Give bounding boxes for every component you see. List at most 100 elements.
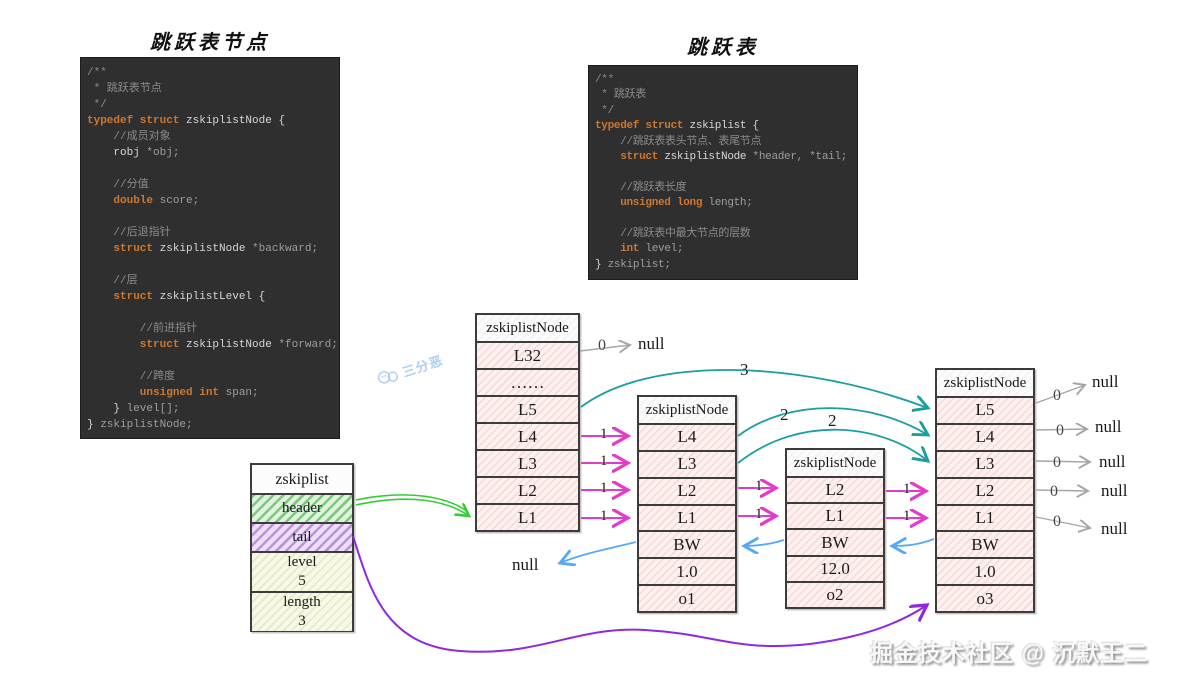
zskiplist-tail-cell: tail	[252, 522, 352, 551]
span-label: 1	[903, 481, 911, 497]
code-segment: //跨度	[87, 371, 176, 383]
code-line: unsigned int span;	[87, 385, 333, 401]
node-row: L5	[477, 395, 578, 422]
code-line: //分值	[87, 177, 333, 193]
span-label: 1	[755, 506, 763, 522]
code-line: } zskiplistNode;	[87, 417, 333, 433]
span-label: 0	[1053, 513, 1061, 530]
node-row: L3	[477, 449, 578, 476]
code-line: robj *obj;	[87, 145, 333, 161]
code-segment: zskiplistNode	[179, 339, 279, 351]
level-label: level	[287, 554, 317, 570]
node-row: L1	[937, 503, 1033, 531]
code-line: //跨度	[87, 369, 333, 385]
code-line	[87, 257, 333, 273]
code-line: //跳跃表表头节点、表尾节点	[595, 135, 851, 150]
code-segment: zskiplistLevel {	[153, 291, 266, 303]
wechat-icon	[377, 370, 398, 384]
code-segment: zskiplistNode	[153, 243, 253, 255]
code-segment: level[];	[126, 403, 180, 415]
code-segment: struct	[87, 243, 154, 255]
code-line: /**	[595, 73, 851, 88]
node-row: o1	[639, 584, 735, 612]
code-segment: struct	[595, 151, 659, 164]
code-segment: zskiplistNode;	[100, 419, 193, 431]
code-line: //后退指针	[87, 225, 333, 241]
arrow-n4-bw	[892, 539, 935, 546]
null-label: null	[1095, 417, 1122, 436]
code-segment: //跳跃表表头节点、表尾节点	[595, 135, 762, 148]
null-label: null	[1101, 519, 1128, 538]
span-label: 0	[1056, 422, 1064, 439]
code-segment: zskiplistNode	[658, 151, 753, 164]
code-line: } zskiplist;	[595, 258, 851, 273]
code-segment: //层	[87, 275, 138, 287]
code-line: } level[];	[87, 401, 333, 417]
node-row: L1	[639, 503, 735, 531]
code-segment: unsigned long	[595, 197, 703, 210]
code-segment: typedef struct	[595, 120, 684, 133]
code-segment: * 跳跃表	[595, 89, 647, 102]
code-line	[87, 305, 333, 321]
code-line: double score;	[87, 193, 333, 209]
node-row: L2	[477, 476, 578, 503]
code-line: struct zskiplistLevel {	[87, 289, 333, 305]
node-title: zskiplistNode	[937, 370, 1033, 396]
code-line: //跳跃表长度	[595, 181, 851, 196]
null-label: null	[638, 334, 665, 353]
code-line: */	[87, 97, 333, 113]
zskiplist-level-cell: level 5	[252, 551, 352, 591]
null-label: null	[512, 555, 539, 574]
code-segment: //成员对象	[87, 131, 171, 143]
arrow-n3-bw	[744, 540, 785, 546]
null-label: null	[1092, 372, 1119, 391]
code-segment: struct	[87, 339, 180, 351]
code-line: struct zskiplistNode *header, *tail;	[595, 150, 851, 165]
span-label: 2	[828, 411, 837, 430]
node-row: BW	[639, 530, 735, 558]
center-watermark-text: 三分恶	[400, 352, 445, 381]
code-line: //跳跃表中最大节点的层数	[595, 227, 851, 242]
node-row: L2	[937, 476, 1033, 504]
code-line: int level;	[595, 242, 851, 257]
code-segment: //分值	[87, 179, 149, 191]
code-segment: *backward;	[252, 243, 319, 255]
code-segment: struct	[87, 291, 154, 303]
code-line	[87, 353, 333, 369]
node-row: L3	[937, 449, 1033, 477]
code-segment: //跳跃表中最大节点的层数	[595, 228, 751, 241]
code-line: */	[595, 104, 851, 119]
code-segment: * 跳跃表节点	[87, 83, 162, 95]
code-line: typedef struct zskiplist {	[595, 119, 851, 134]
code-segment: }	[87, 419, 101, 431]
zskiplist-box-title: zskiplist	[252, 465, 352, 493]
span-label: 1	[600, 508, 608, 524]
code-line	[87, 161, 333, 177]
node-row: L3	[639, 449, 735, 477]
code-line: * 跳跃表	[595, 88, 851, 103]
span-label: 0	[1053, 387, 1061, 404]
zskiplist-box: zskiplist header tail level 5 length 3	[250, 463, 354, 632]
code-segment: /**	[87, 67, 107, 79]
code-segment: //跳跃表长度	[595, 181, 687, 194]
code-segment: int	[595, 243, 640, 256]
null-label: null	[1101, 481, 1128, 500]
node-row: o3	[937, 584, 1033, 611]
code-line: typedef struct zskiplistNode {	[87, 113, 333, 129]
node-row: 1.0	[937, 557, 1033, 585]
node-row: BW	[787, 528, 883, 555]
code-segment: //后退指针	[87, 227, 171, 239]
zskiplist-header-cell: header	[252, 493, 352, 522]
node-title: zskiplistNode	[787, 450, 883, 476]
code-segment: double	[87, 195, 154, 207]
code-line: //层	[87, 273, 333, 289]
node-row: L2	[787, 476, 883, 503]
code-segment: /**	[595, 74, 614, 86]
level-value: 5	[298, 573, 306, 589]
arrow-n4-l1-null	[1035, 516, 1090, 528]
code-segment: length;	[702, 197, 753, 210]
code-line	[87, 209, 333, 225]
arrow-n4-l3-null	[1035, 461, 1090, 462]
